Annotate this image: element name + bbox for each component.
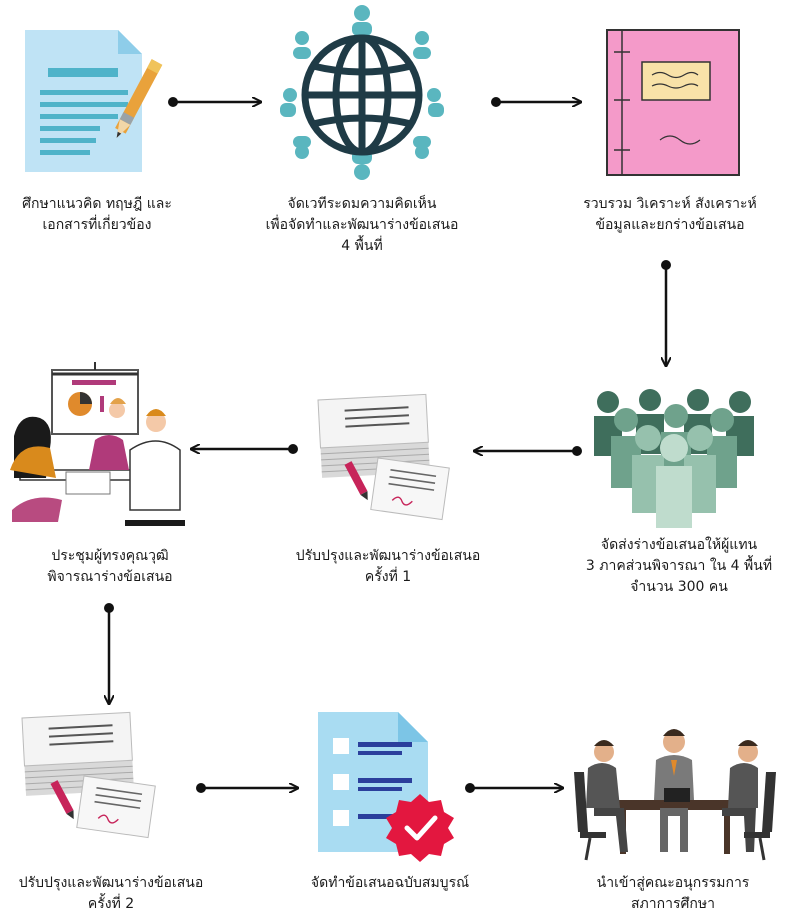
step-5-label: ปรับปรุงและพัฒนาร่างข้อเสนอ ครั้งที่ 1: [276, 546, 500, 588]
pink-book-icon: [606, 29, 740, 176]
step-2-line-1: จัดเวทีระดมความคิดเห็น: [287, 196, 437, 212]
paper-stack-icon: [21, 711, 156, 839]
arrow-5-to-6: [192, 444, 298, 454]
checklist-approved-icon: [318, 712, 454, 862]
flow-arrows: [104, 97, 671, 793]
step-9-label: นำเข้าสู่คณะอนุกรรมการ สภาการศึกษา: [568, 873, 778, 915]
step-4-line-3: จำนวน 300 คน: [630, 579, 728, 595]
step-9-line-2: สภาการศึกษา: [631, 896, 715, 912]
step-4-line-1: จัดส่งร่างข้อเสนอให้ผู้แทน: [600, 537, 758, 553]
step-8-line-1: จัดทำข้อเสนอฉบับสมบูรณ์: [310, 875, 470, 891]
step-9-line-1: นำเข้าสู่คณะอนุกรรมการ: [596, 875, 750, 891]
step-4-label: จัดส่งร่างข้อเสนอให้ผู้แทน 3 ภาคส่วนพิจา…: [565, 535, 793, 598]
step-2-label: จัดเวทีระดมความคิดเห็น เพื่อจัดทำและพัฒน…: [252, 194, 472, 257]
step-7-label: ปรับปรุงและพัฒนาร่างข้อเสนอ ครั้งที่ 2: [0, 873, 222, 915]
step-1-label: ศึกษาแนวคิด ทฤษฎี และ เอกสารที่เกี่ยวข้อ…: [2, 194, 192, 236]
document-pen-icon: [25, 30, 163, 172]
step-7-line-1: ปรับปรุงและพัฒนาร่างข้อเสนอ: [18, 875, 204, 891]
step-6-line-1: ประชุมผู้ทรงคุณวุฒิ: [51, 548, 169, 564]
arrow-8-to-9: [465, 783, 562, 793]
arrow-6-to-7: [104, 603, 114, 703]
arrow-7-to-8: [196, 783, 297, 793]
step-3-line-1: รวบรวม วิเคราะห์ สังเคราะห์: [583, 196, 757, 212]
step-4-line-2: 3 ภาคส่วนพิจารณา ใน 4 พื้นที่: [585, 558, 773, 574]
business-meeting-icon: [574, 729, 776, 861]
arrow-4-to-5: [475, 446, 582, 456]
step-7-line-2: ครั้งที่ 2: [87, 896, 135, 912]
step-3-label: รวบรวม วิเคราะห์ สังเคราะห์ ข้อมูลและยกร…: [560, 194, 780, 236]
step-2-line-3: 4 พื้นที่: [341, 238, 383, 254]
arrow-1-to-2: [168, 97, 260, 107]
step-6-line-2: พิจารณาร่างข้อเสนอ: [47, 569, 173, 585]
arrow-2-to-3: [491, 97, 580, 107]
crowd-icon: [594, 389, 754, 528]
step-8-label: จัดทำข้อเสนอฉบับสมบูรณ์: [280, 873, 500, 894]
step-5-line-1: ปรับปรุงและพัฒนาร่างข้อเสนอ: [295, 548, 481, 564]
arrow-3-to-4: [661, 260, 671, 365]
globe-people-icon: [280, 5, 444, 180]
meeting-presentation-icon: [10, 362, 185, 526]
step-5-line-2: ครั้งที่ 1: [364, 569, 412, 585]
step-2-line-2: เพื่อจัดทำและพัฒนาร่างข้อเสนอ: [265, 217, 459, 233]
step-1-line-2: เอกสารที่เกี่ยวข้อง: [42, 217, 152, 233]
step-3-line-2: ข้อมูลและยกร่างข้อเสนอ: [595, 217, 745, 233]
step-6-label: ประชุมผู้ทรงคุณวุฒิ พิจารณาร่างข้อเสนอ: [12, 546, 208, 588]
paper-stack-icon: [317, 393, 450, 521]
step-1-line-1: ศึกษาแนวคิด ทฤษฎี และ: [22, 196, 172, 212]
